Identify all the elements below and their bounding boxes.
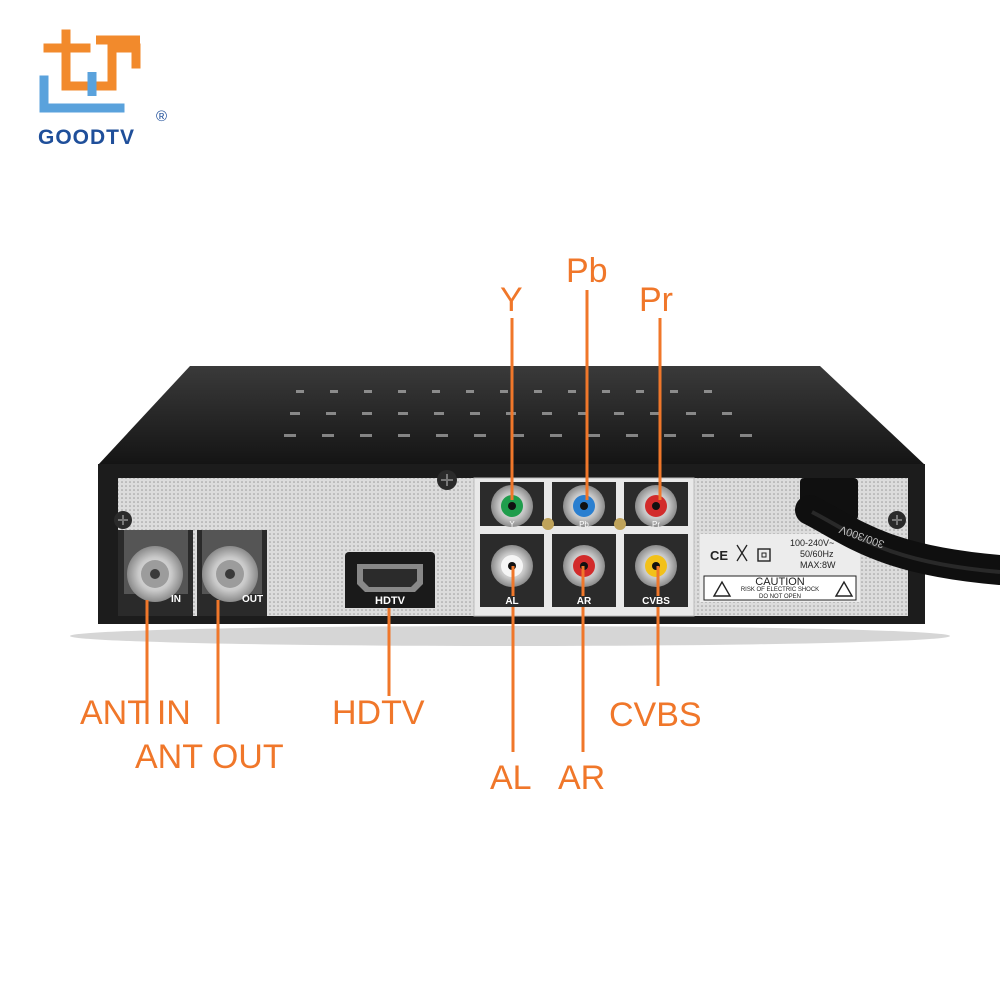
power-rating-frequency: 50/60Hz [800,549,834,559]
caution-title: CAUTION [755,576,805,588]
callout-y: Y [500,281,523,319]
power-rating-max: MAX:8W [800,560,836,570]
brand-logo: GOODTV ® [0,0,200,160]
cvbs-port-label: CVBS [624,596,688,607]
callout-ant-out: ANT OUT [135,738,284,776]
al-port-label: AL [480,596,544,607]
screws [114,470,906,529]
brand-name: GOODTV [38,126,136,149]
vent-slots [284,390,752,437]
ar-port-label: AR [552,596,616,607]
ant-in-port-label: IN [171,594,181,605]
callout-al: AL [490,759,532,797]
caution-line-2: DO NOT OPEN [759,594,801,600]
ce-mark: CE [710,548,729,563]
pb-port-label: Pb [579,520,589,529]
ant-out-port-label: OUT [242,594,264,605]
registered-mark: ® [156,108,168,125]
power-rating-voltage: 100-240V~ [790,538,835,548]
power-cable [795,478,1000,585]
callout-hdtv: HDTV [332,694,425,732]
callout-cvbs: CVBS [609,696,702,734]
callout-ar: AR [558,759,606,797]
callout-pb: Pb [566,252,608,290]
callout-ant-in: ANT IN [80,694,191,732]
y-port-label: Y [509,520,515,529]
pr-port-label: Pr [652,520,660,529]
goodtv-logo-icon [39,29,141,113]
rating-label [700,534,860,602]
antenna-ports [118,530,267,616]
callout-pr: Pr [639,281,673,319]
caution-line-1: RISK OF ELECTRIC SHOCK [740,587,820,593]
hdtv-port-label: HDTV [345,594,435,608]
